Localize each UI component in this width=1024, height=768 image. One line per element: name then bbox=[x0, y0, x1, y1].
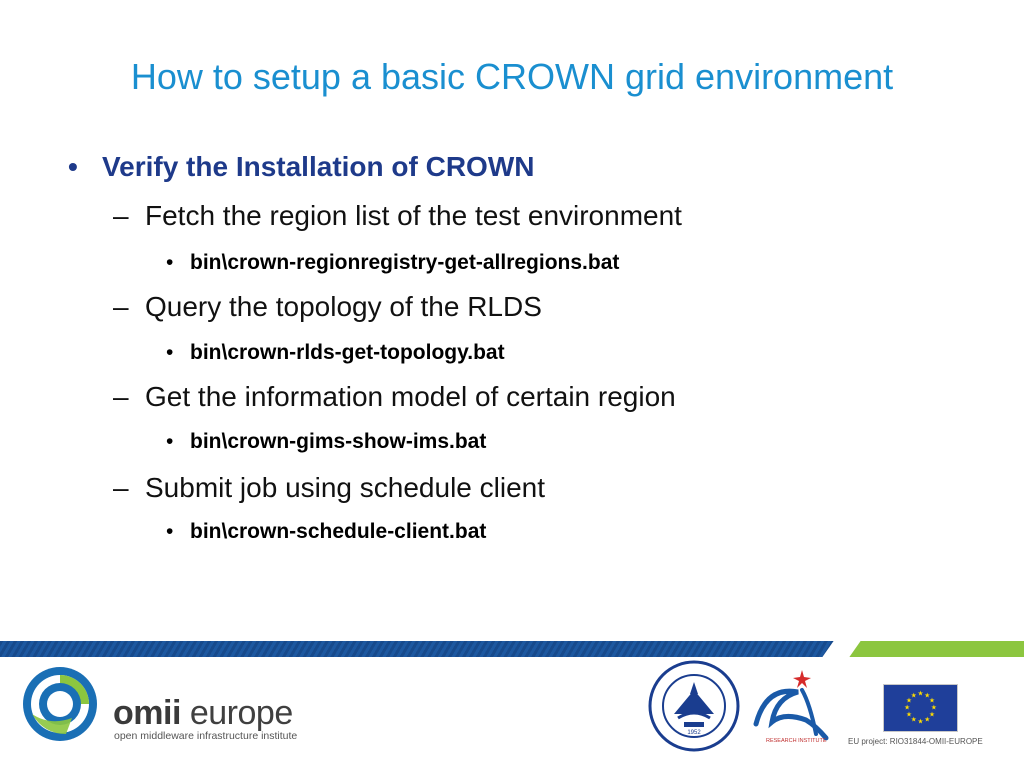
command-bullet: • bin\crown-schedule-client.bat bbox=[166, 520, 486, 544]
bullet-dot-icon: • bbox=[68, 151, 78, 182]
slide-content: •Verify the Installation of CROWN –Fetch… bbox=[68, 151, 682, 544]
dash-icon: – bbox=[113, 291, 129, 322]
svg-text:★: ★ bbox=[904, 703, 910, 711]
dash-icon: – bbox=[113, 200, 129, 231]
eu-flag-icon: ★ ★ ★ ★ ★ ★ ★ ★ ★ ★ ★ ★ bbox=[883, 684, 958, 732]
command-bullet: • bin\crown-gims-show-ims.bat bbox=[166, 430, 486, 454]
omii-subtitle: open middleware infrastructure institute bbox=[114, 730, 298, 742]
svg-text:★: ★ bbox=[906, 711, 912, 719]
main-bullet-text: Verify the Installation of CROWN bbox=[102, 151, 535, 182]
sub-bullet-text: Get the information model of certain reg… bbox=[145, 381, 676, 412]
bullet-dot-icon: • bbox=[166, 520, 174, 543]
dash-icon: – bbox=[113, 381, 129, 412]
seal-year: 1952 bbox=[687, 730, 701, 736]
dash-icon: – bbox=[113, 472, 129, 503]
sub-bullet: –Get the information model of certain re… bbox=[113, 381, 676, 413]
sub-bullet-text: Query the topology of the RLDS bbox=[145, 291, 542, 322]
omii-wordmark: omii europe bbox=[113, 694, 293, 733]
command-text: bin\crown-gims-show-ims.bat bbox=[190, 430, 487, 453]
research-institute-label: RESEARCH INSTITUTE bbox=[766, 738, 827, 744]
sub-bullet: –Fetch the region list of the test envir… bbox=[113, 200, 682, 232]
command-bullet: • bin\crown-regionregistry-get-allregions… bbox=[166, 251, 619, 275]
svg-text:★: ★ bbox=[911, 715, 917, 723]
bullet-dot-icon: • bbox=[166, 251, 174, 274]
svg-text:★: ★ bbox=[918, 717, 924, 725]
omii-wordmark-europe: europe bbox=[189, 694, 293, 732]
slide-title: How to setup a basic CROWN grid environm… bbox=[130, 56, 894, 97]
sub-bullet-text: Submit job using schedule client bbox=[145, 472, 546, 503]
svg-text:★: ★ bbox=[924, 715, 930, 723]
command-text: bin\crown-rlds-get-topology.bat bbox=[190, 341, 505, 364]
research-institute-logo-icon bbox=[753, 670, 829, 741]
svg-text:★: ★ bbox=[918, 690, 924, 698]
university-seal-icon: 1952 bbox=[648, 660, 740, 752]
svg-text:★: ★ bbox=[929, 696, 935, 704]
svg-text:★: ★ bbox=[911, 691, 917, 699]
svg-text:★: ★ bbox=[924, 691, 930, 699]
command-bullet: • bin\crown-rlds-get-topology.bat bbox=[166, 341, 505, 365]
svg-text:★: ★ bbox=[906, 696, 912, 704]
eu-project-label: EU project: RIO31844-OMII-EUROPE bbox=[848, 737, 983, 746]
svg-text:★: ★ bbox=[929, 711, 935, 719]
command-text: bin\crown-regionregistry-get-allregions.… bbox=[190, 251, 620, 274]
omii-logo-icon bbox=[23, 667, 97, 741]
omii-wordmark-bold: omii bbox=[113, 694, 181, 732]
sub-bullet: –Query the topology of the RLDS bbox=[113, 291, 542, 323]
sub-bullet-text: Fetch the region list of the test enviro… bbox=[145, 200, 682, 231]
band-green-accent bbox=[849, 641, 1024, 657]
main-bullet: • Verify the Installation of CROWN bbox=[68, 151, 534, 183]
bullet-dot-icon: • bbox=[166, 430, 174, 453]
command-text: bin\crown-schedule-client.bat bbox=[190, 520, 487, 543]
sub-bullet: –Submit job using schedule client bbox=[113, 472, 545, 504]
footer-band bbox=[0, 641, 1024, 657]
footer bbox=[0, 657, 1024, 768]
svg-text:★: ★ bbox=[931, 703, 937, 711]
bullet-dot-icon: • bbox=[166, 341, 174, 364]
